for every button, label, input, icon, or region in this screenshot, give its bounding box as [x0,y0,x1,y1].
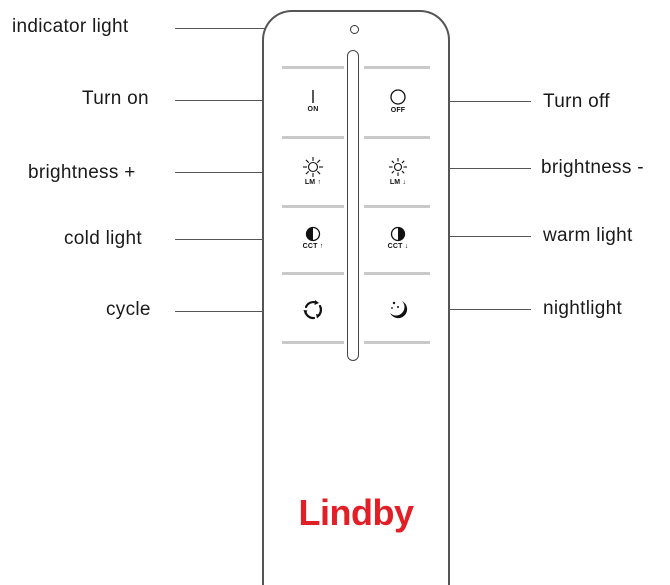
button-divider [364,341,430,344]
turn-off-caption: OFF [390,107,406,114]
turn-on-button[interactable]: ON [282,78,344,124]
leader-nightlight [418,309,531,310]
brightness-down-caption: LM ↓ [389,179,407,186]
half-moon-right-icon [390,226,406,242]
warm-light-caption: CCT ↓ [387,243,409,250]
leader-indicator-light [175,28,322,29]
turn-off-button[interactable]: OFF [367,78,429,124]
indicator-light-icon [350,25,359,34]
label-turn-off: Turn off [543,91,610,112]
brightness-up-button[interactable]: LM ↑ [282,148,344,194]
nightlight-button[interactable] [367,287,429,333]
leader-turn-on [175,100,282,101]
center-divider-bar [347,50,359,361]
leader-cycle [175,311,282,312]
brightness-up-caption: LM ↑ [304,179,322,186]
label-warm-light: warm light [543,225,633,246]
button-divider [364,66,430,69]
brand-logo: Lindby [298,492,414,533]
label-cold-light: cold light [64,228,142,249]
label-indicator-light: indicator light [12,16,129,37]
leader-brightness-down [418,168,531,169]
power-line-icon [312,90,314,103]
button-divider [282,205,344,208]
label-brightness-up: brightness + [28,162,136,183]
button-divider [282,341,344,344]
leader-warm-light [418,236,531,237]
half-moon-left-icon [305,226,321,242]
cycle-arrows-icon [303,300,323,320]
sun-large-icon [303,157,323,177]
label-turn-on: Turn on [82,88,149,109]
label-nightlight: nightlight [543,298,623,319]
button-divider [364,205,430,208]
cycle-button[interactable] [282,287,344,333]
button-divider [282,136,344,139]
button-divider [364,136,430,139]
turn-on-caption: ON [307,106,319,113]
brightness-down-button[interactable]: LM ↓ [367,148,429,194]
button-divider [282,272,344,275]
leader-turn-off [418,101,531,102]
moon-stars-icon [390,301,408,319]
label-brightness-down: brightness - [541,157,644,178]
leader-brightness-up [175,172,282,173]
cold-light-button[interactable]: CCT ↑ [282,215,344,261]
power-circle-icon [390,89,406,105]
warm-light-button[interactable]: CCT ↓ [367,215,429,261]
button-divider [282,66,344,69]
cold-light-caption: CCT ↑ [302,243,324,250]
label-cycle: cycle [106,299,151,320]
button-divider [364,272,430,275]
leader-cold-light [175,239,282,240]
sun-small-icon [389,158,407,176]
